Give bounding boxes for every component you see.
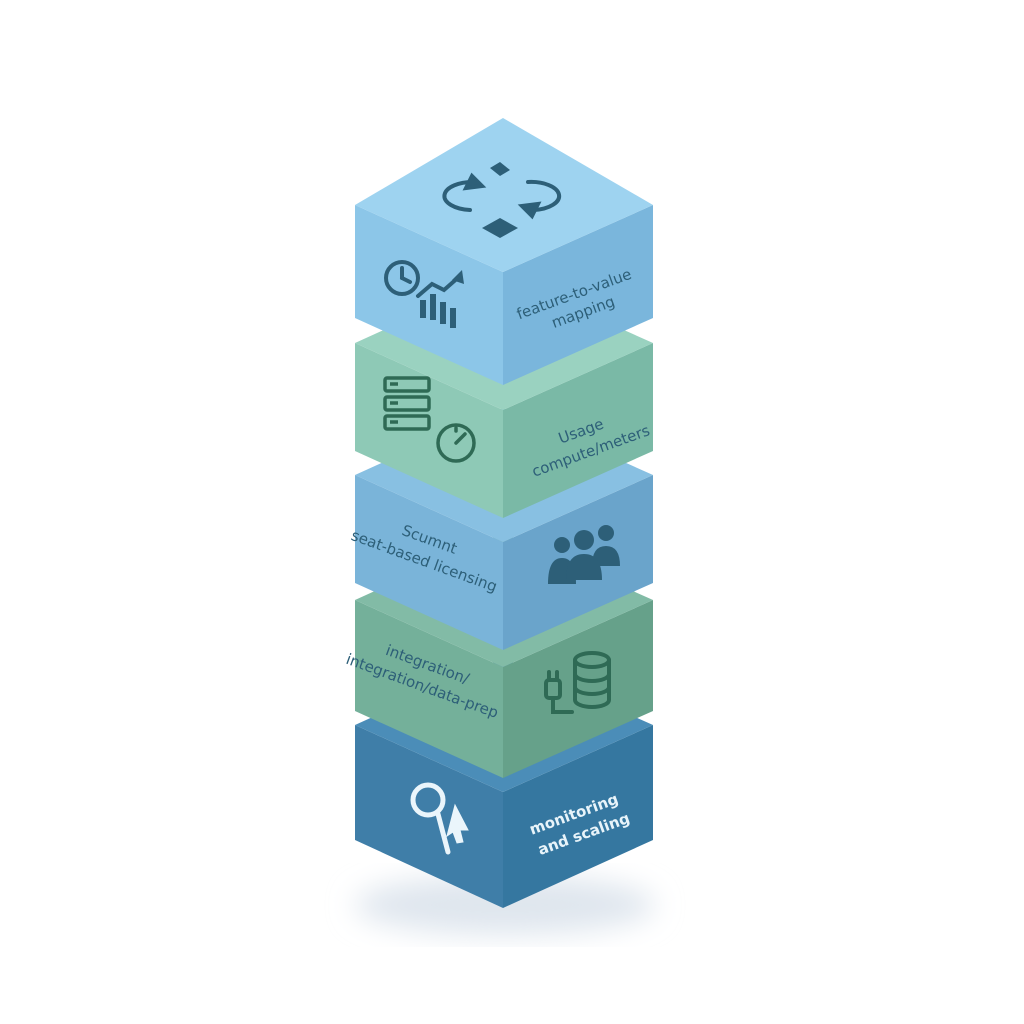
block-monitoring-right-face <box>503 725 653 908</box>
clock-growth-chart-icon <box>384 260 464 328</box>
block-integration-left-face <box>355 600 503 778</box>
server-stack-icon <box>383 376 431 431</box>
block-usage-left-face <box>355 343 503 518</box>
block-top-top-face <box>355 118 653 272</box>
refresh-arrows-icon <box>442 162 562 238</box>
block-seat-left-face <box>355 475 503 650</box>
block-top-right-face <box>503 205 653 385</box>
block-top-left-face <box>355 205 503 385</box>
magnifier-cursor-icon <box>410 782 469 855</box>
block-usage-right-face <box>503 343 653 518</box>
gauge-icon <box>436 423 476 463</box>
block-top: feature-to-value mapping <box>355 118 653 385</box>
users-group-icon <box>548 525 620 584</box>
plug-database-icon <box>544 651 611 714</box>
